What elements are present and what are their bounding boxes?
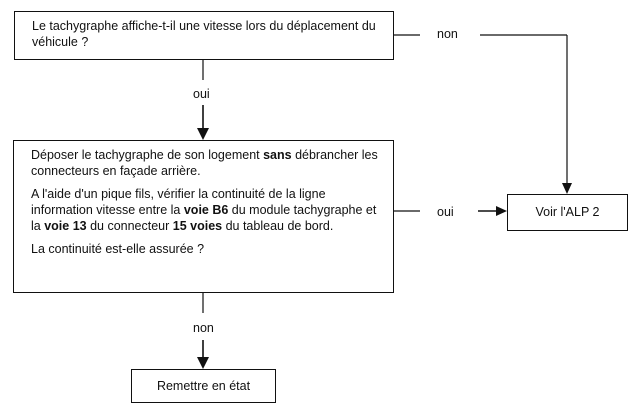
text-run: du module tachygraphe et la xyxy=(31,203,377,233)
text-run: A l'aide d'un pique fils, vérifier la co… xyxy=(31,187,326,217)
bold-sans: sans xyxy=(263,148,292,162)
instruction-question-continuite: La continuité est-elle assurée ? xyxy=(31,242,205,256)
bold-voie-13: voie 13 xyxy=(44,219,87,233)
edge-label-oui-q1: oui xyxy=(193,87,210,101)
arrowhead-remettre xyxy=(197,357,209,369)
edge-label-oui-step2: oui xyxy=(437,205,454,219)
text-run: du connecteur xyxy=(86,219,173,233)
edge-label-non-q1: non xyxy=(437,27,458,41)
arrowhead-alp2-top xyxy=(562,183,572,194)
result-box-voir-alp2: Voir l'ALP 2 xyxy=(507,194,628,231)
bold-15-voies: 15 voies xyxy=(172,219,223,233)
result-text-remettre-en-etat: Remettre en état xyxy=(156,379,251,393)
arrowhead-step2 xyxy=(197,128,209,140)
bold-voie-b6: voie B6 xyxy=(183,203,229,217)
instruction-box-continuite: Déposer le tachygraphe de son logement s… xyxy=(13,140,394,293)
question-box-vitesse: Le tachygraphe affiche-t-il une vitesse … xyxy=(14,11,394,60)
instruction-paragraph-verifier: A l'aide d'un pique fils, vérifier la co… xyxy=(31,186,385,234)
result-box-remettre-en-etat: Remettre en état xyxy=(131,369,276,403)
edge-label-non-step2: non xyxy=(193,321,214,335)
text-run: Déposer le tachygraphe de son logement xyxy=(31,148,264,162)
question-text-vitesse: Le tachygraphe affiche-t-il une vitesse … xyxy=(32,19,376,49)
text-run: débrancher les connecteurs en façade arr… xyxy=(31,148,378,178)
arrowhead-alp2-left xyxy=(496,206,507,216)
instruction-paragraph-deposer: Déposer le tachygraphe de son logement s… xyxy=(31,147,385,179)
result-text-voir-alp2: Voir l'ALP 2 xyxy=(535,205,600,219)
text-run: du tableau de bord. xyxy=(222,219,334,233)
